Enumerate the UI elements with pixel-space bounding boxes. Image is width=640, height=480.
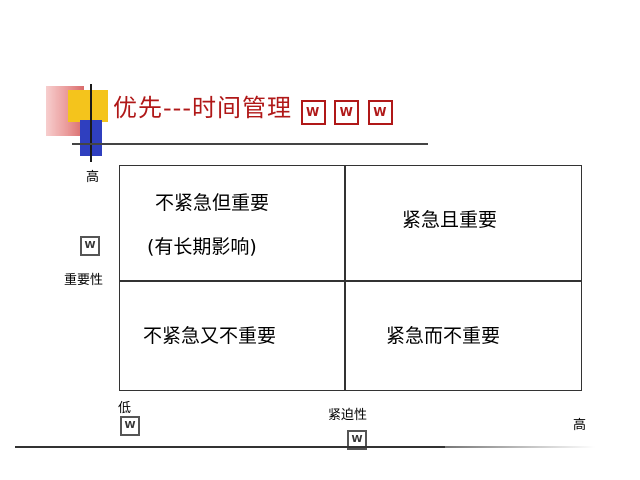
x-axis-high-label: 高 [573, 418, 587, 433]
priority-matrix [119, 165, 582, 391]
quadrant-top-left-line2: (有长期影响) [147, 236, 257, 258]
matrix-vertical-divider [344, 165, 346, 391]
logo-vertical-line [90, 84, 92, 162]
quadrant-top-left-line1: 不紧急但重要 [155, 192, 270, 214]
broken-image-icon: W [80, 236, 100, 256]
quadrant-bottom-right: 紧急而不重要 [386, 325, 501, 347]
logo-yellow-block [68, 90, 108, 122]
title-underline [72, 143, 428, 145]
matrix-horizontal-divider [119, 280, 582, 282]
broken-image-icon: W [367, 100, 393, 125]
broken-image-icon: W [347, 430, 367, 450]
y-axis-high-label: 高 [86, 170, 100, 185]
broken-image-icon: W [334, 100, 360, 125]
page-title: 优先---时间管理 W W W [113, 92, 393, 125]
y-axis-label: 重要性 [64, 273, 104, 288]
x-axis-label: 紧迫性 [328, 408, 368, 423]
x-axis-line [15, 446, 445, 448]
x-axis-line-fade [445, 446, 595, 448]
broken-image-icon: W [300, 100, 326, 125]
quadrant-bottom-left: 不紧急又不重要 [143, 325, 277, 347]
broken-image-icon: W [120, 416, 140, 436]
title-text: 优先---时间管理 [113, 94, 292, 122]
quadrant-top-right: 紧急且重要 [402, 209, 498, 231]
x-axis-low-label: 低 [118, 401, 132, 416]
